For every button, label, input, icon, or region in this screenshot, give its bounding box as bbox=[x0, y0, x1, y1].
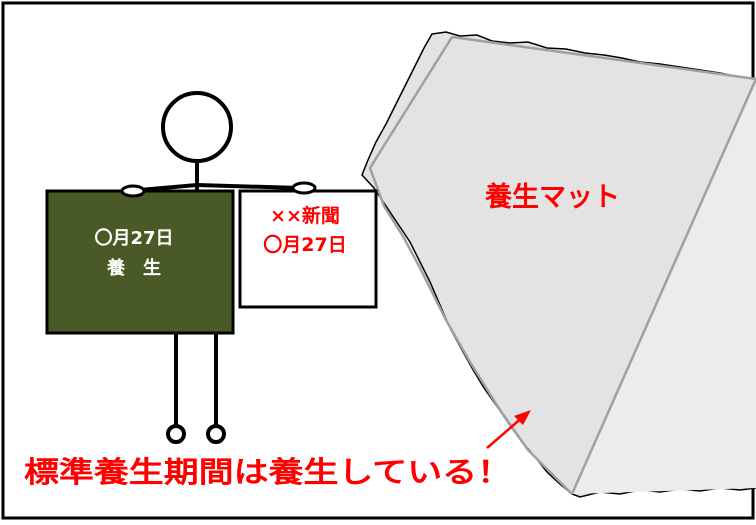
arrow-shaft bbox=[486, 415, 525, 449]
board-ring-right bbox=[291, 181, 317, 195]
pointer-arrow bbox=[486, 410, 531, 449]
newspaper-name-text: ××新聞 bbox=[270, 204, 340, 227]
newspaper-panel bbox=[238, 189, 378, 309]
curing-board: 〇月27日 養 生 bbox=[45, 184, 235, 335]
board-ring-left bbox=[120, 184, 146, 198]
newspaper-card: ××新聞 〇月27日 bbox=[238, 181, 378, 309]
stick-figure bbox=[127, 91, 301, 444]
mat-fold-line-1 bbox=[570, 78, 756, 495]
mat-label: 養生マット bbox=[484, 181, 620, 213]
board-date-text: 〇月27日 bbox=[94, 228, 173, 249]
caption-text: 標準養生期間は養生している！ bbox=[24, 455, 512, 489]
newspaper-date-text: 〇月27日 bbox=[263, 234, 346, 256]
mat-fold-line-2 bbox=[368, 36, 573, 495]
figure-head bbox=[161, 91, 233, 163]
mat-fold-line-3 bbox=[451, 35, 756, 81]
board-curing-text: 養 生 bbox=[106, 257, 161, 279]
curing-mat: 養生マット bbox=[361, 31, 756, 498]
arrow-head bbox=[514, 410, 531, 425]
figure-arm-right bbox=[196, 183, 301, 190]
curing-board-panel bbox=[45, 189, 235, 335]
figure-foot-right bbox=[206, 424, 226, 444]
figure-foot-left bbox=[166, 424, 186, 444]
